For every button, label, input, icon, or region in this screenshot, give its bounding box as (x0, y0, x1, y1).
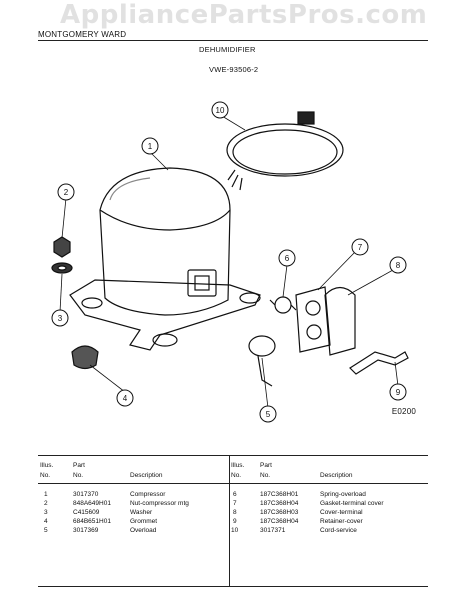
cord-loop (226, 123, 344, 177)
row-l0-part: 3017370 (73, 491, 99, 498)
table-rule-top (38, 455, 428, 456)
row-r4-desc: Cord-service (320, 527, 357, 534)
callout-3 (51, 309, 69, 327)
row-r2-desc: Cover-terminal (320, 509, 363, 516)
hdr-illus-r1: Illus. (231, 462, 245, 469)
cover-terminal (324, 286, 356, 356)
grommet-hole (152, 333, 178, 347)
row-l4-part: 3017369 (73, 527, 99, 534)
row-l2-part: C415609 (73, 509, 100, 516)
row-l2-desc: Washer (130, 509, 153, 516)
overload-part (248, 335, 276, 357)
model-title: DEHUMIDIFIER (199, 45, 256, 54)
nut-compressor-mtg (53, 236, 71, 258)
row-r1-desc: Gasket-terminal cover (320, 500, 384, 507)
row-l2-illus: 3 (44, 509, 48, 516)
callout-10 (211, 101, 229, 119)
callout-label-1: 1 (148, 142, 153, 151)
hdr-illus-r2: No. (231, 472, 242, 479)
hdr-part-l1: Part (73, 462, 85, 469)
cord-plug (297, 111, 315, 125)
table-rule-header (38, 483, 428, 484)
watermark: AppliancePartsPros.com (60, 0, 428, 30)
compressor-body (99, 167, 231, 316)
row-r1-part: 187C368H04 (260, 500, 299, 507)
row-l1-part: 848A649H01 (73, 500, 111, 507)
callout-1 (141, 137, 159, 155)
row-r4-illus: 10 (231, 527, 239, 534)
row-l0-illus: 1 (44, 491, 48, 498)
callout-label-5: 5 (266, 410, 271, 419)
callout-4 (116, 389, 134, 407)
callout-label-6: 6 (285, 254, 290, 263)
row-r0-desc: Spring-overload (320, 491, 366, 498)
grommet-part (71, 345, 99, 370)
callout-5 (259, 405, 277, 423)
row-l1-illus: 2 (44, 500, 48, 507)
row-r3-desc: Retainer-cover (320, 518, 363, 525)
row-l1-desc: Nut-compressor mtg (130, 500, 189, 507)
callout-label-3: 3 (58, 314, 63, 323)
model-number: VWE-93506-2 (209, 65, 259, 74)
row-r1-illus: 7 (233, 500, 237, 507)
row-r0-illus: 6 (233, 491, 237, 498)
gasket-terminal-cover (295, 286, 331, 353)
row-l0-desc: Compressor (130, 491, 166, 498)
header-rule-top (38, 40, 428, 41)
terminal-block (187, 269, 217, 297)
callout-label-10: 10 (216, 106, 225, 115)
retainer-cover (349, 351, 409, 375)
table-rule-bottom (38, 586, 428, 587)
row-r2-part: 187C368H03 (260, 509, 299, 516)
hdr-illus-l1: Illus. (40, 462, 54, 469)
hdr-illus-l2: No. (40, 472, 51, 479)
row-l3-desc: Grommet (130, 518, 158, 525)
hdr-part-r2: No. (260, 472, 271, 479)
row-r3-part: 187C368H04 (260, 518, 299, 525)
row-l4-illus: 5 (44, 527, 48, 534)
diagram-code: E0200 (391, 407, 416, 416)
row-l4-desc: Overload (130, 527, 157, 534)
callout-2 (57, 183, 75, 201)
callout-7 (351, 238, 369, 256)
hdr-part-l2: No. (73, 472, 84, 479)
row-r4-part: 3017371 (260, 527, 286, 534)
row-r3-illus: 9 (233, 518, 237, 525)
spring-overload (274, 296, 292, 314)
hdr-desc-l: Description (130, 472, 163, 479)
row-r2-illus: 8 (233, 509, 237, 516)
table-divider (229, 455, 230, 586)
callout-label-8: 8 (396, 261, 401, 270)
callout-label-9: 9 (396, 388, 401, 397)
hdr-desc-r: Description (320, 472, 353, 479)
callout-6 (278, 249, 296, 267)
row-l3-part: 684B651H01 (73, 518, 111, 525)
brand-label: MONTGOMERY WARD (38, 30, 127, 39)
callout-label-4: 4 (123, 394, 128, 403)
row-l3-illus: 4 (44, 518, 48, 525)
callout-8 (389, 256, 407, 274)
callout-label-7: 7 (358, 243, 363, 252)
exploded-diagram: 1 2 3 4 5 6 7 8 9 10 (51, 101, 409, 423)
callout-label-2: 2 (64, 188, 69, 197)
hdr-part-r1: Part (260, 462, 272, 469)
callout-9 (389, 383, 407, 401)
row-r0-part: 187C368H01 (260, 491, 299, 498)
